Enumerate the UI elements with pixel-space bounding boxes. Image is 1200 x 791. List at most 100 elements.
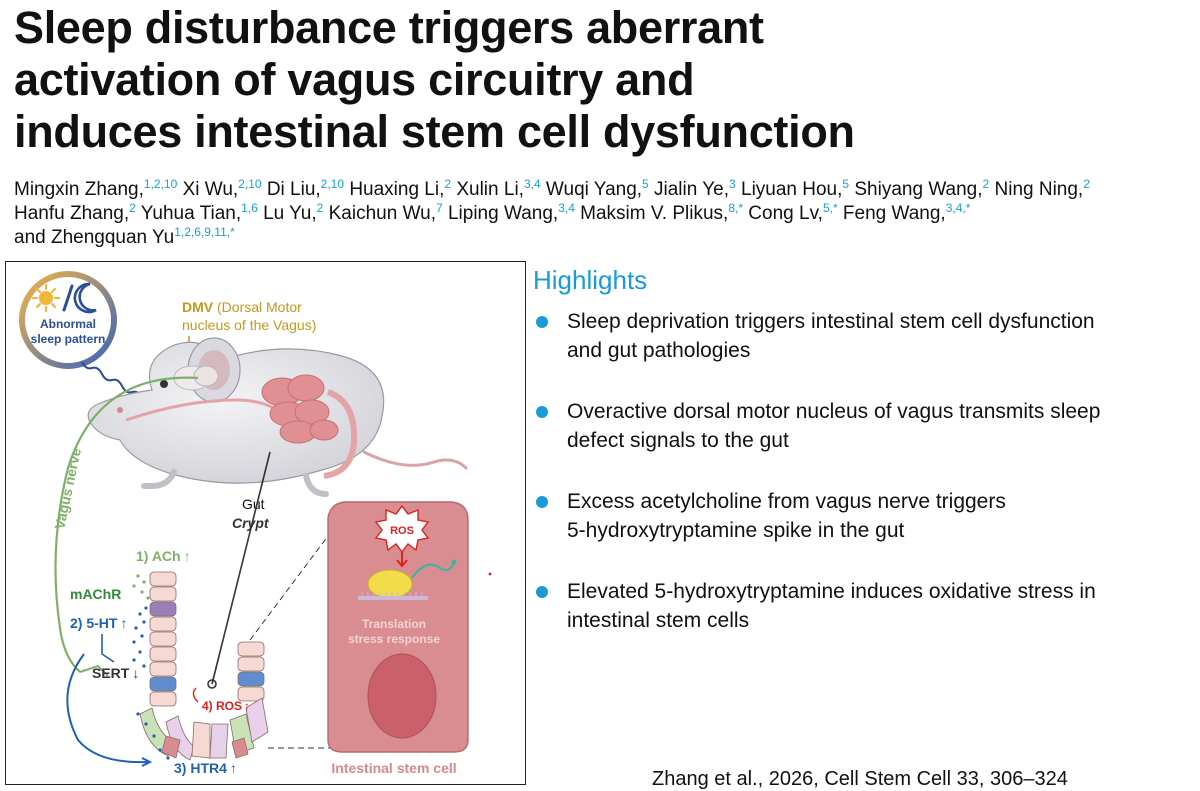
- author-name: Huaxing Li,: [349, 179, 445, 200]
- author-name: Xi Wu,: [182, 179, 239, 200]
- ros-crypt-text: 4) ROS: [202, 699, 242, 713]
- bullet-icon: [536, 406, 548, 418]
- author-affiliation: 1,6: [241, 201, 258, 215]
- author-affiliation: 7: [436, 201, 443, 215]
- machr-label: mAChR: [70, 586, 121, 602]
- ros-burst-label: ROS: [390, 525, 414, 537]
- author-name: Yuhua Tian,: [140, 203, 242, 224]
- serotonin-text: 2) 5-HT: [70, 615, 118, 631]
- author: and Zhengquan Yu1,2,6,9,11,*: [14, 225, 235, 248]
- author-affiliation: 5,*: [822, 201, 838, 215]
- dmv-label-2: nucleus of the Vagus): [182, 317, 316, 333]
- author-affiliation: 3,4: [523, 177, 541, 191]
- highlight-item-3: Excess acetylcholine from vagus nerve tr…: [533, 487, 1198, 545]
- author-affiliation: 3,4,*: [945, 201, 971, 215]
- stem-cell-label: Intestinal stem cell: [331, 760, 456, 776]
- author: Huaxing Li,2: [349, 177, 452, 200]
- author: Kaichun Wu,7: [328, 201, 443, 224]
- highlight-4-line-1: Elevated 5-hydroxytryptamine induces oxi…: [567, 580, 1096, 603]
- author: Xi Wu,2,10: [182, 177, 262, 200]
- author: Yuhua Tian,1,6: [140, 201, 258, 224]
- author-name: and Zhengquan Yu: [14, 227, 175, 248]
- title-line-1: Sleep disturbance triggers aberrant: [14, 2, 764, 53]
- author: Xulin Li,3,4: [456, 177, 541, 200]
- highlight-item-2: Overactive dorsal motor nucleus of vagus…: [533, 397, 1198, 455]
- author-name: Mingxin Zhang,: [14, 179, 144, 200]
- moon-icon: [73, 282, 97, 314]
- ach-up-arrow: ↑: [184, 548, 191, 564]
- sert-down-arrow: ↓: [132, 665, 139, 681]
- ach-label: 1) ACh↑: [136, 548, 191, 564]
- ach-text: 1) ACh: [136, 548, 181, 564]
- dmv-label-rest: (Dorsal Motor: [213, 299, 302, 315]
- author: Wuqi Yang,5: [546, 177, 649, 200]
- vagus-nerve-label: Vagus nerve: [51, 446, 84, 530]
- author: Maksim V. Plikus,8,*: [580, 201, 744, 224]
- author-name: Di Liu,: [266, 179, 321, 200]
- author: Ning Ning,2: [994, 177, 1090, 200]
- author-name: Shiyang Wang,: [854, 179, 983, 200]
- serotonin-up-arrow: ↑: [120, 615, 127, 631]
- author-affiliation: 8,*: [728, 201, 744, 215]
- author-affiliation: 2: [129, 201, 136, 215]
- highlights-panel: Highlights Sleep deprivation triggers in…: [533, 265, 1198, 667]
- author-affiliation: 5: [642, 177, 649, 191]
- ros-crypt-label: 4) ROS↑: [202, 699, 250, 713]
- author-affiliation: 2,10: [238, 177, 262, 191]
- author-affiliation: 2: [444, 177, 452, 191]
- gut-label: Gut: [242, 496, 265, 512]
- highlight-3-line-2: 5-hydroxytryptamine spike in the gut: [567, 519, 905, 542]
- title-line-2: activation of vagus circuitry and: [14, 54, 695, 105]
- sleep-badge: Abnormal sleep pattern: [19, 271, 117, 369]
- htr4-up-arrow: ↑: [230, 760, 237, 776]
- stem-cell-illustration: ROS Translation stress response Intestin…: [327, 501, 469, 776]
- highlight-item-1: Sleep deprivation triggers intestinal st…: [533, 307, 1198, 365]
- author: Mingxin Zhang,1,2,10: [14, 178, 177, 200]
- author-name: Feng Wang,: [842, 203, 946, 224]
- author-name: Jialin Ye,: [654, 179, 730, 200]
- graphical-abstract-svg: Abnormal sleep pattern DMV (Dorsal Motor…: [19, 271, 492, 776]
- author-name: Cong Lv,: [748, 203, 823, 224]
- author-affiliation: 1,2,6,9,11,*: [174, 225, 235, 239]
- translation-label-1: Translation: [362, 617, 426, 631]
- author-name: Kaichun Wu,: [328, 203, 437, 224]
- highlight-1-line-2: and gut pathologies: [567, 339, 751, 362]
- sun-icon: [31, 283, 61, 313]
- author-name: Maksim V. Plikus,: [580, 203, 729, 224]
- htr4-text: 3) HTR4: [174, 760, 227, 776]
- highlight-2-line-1: Overactive dorsal motor nucleus of vagus…: [567, 400, 1101, 423]
- sert-label: SERT↓: [92, 665, 139, 681]
- citation: Zhang et al., 2026, Cell Stem Cell 33, 3…: [652, 768, 1068, 790]
- highlights-heading: Highlights: [533, 265, 648, 295]
- highlight-3-line-1: Excess acetylcholine from vagus nerve tr…: [567, 490, 1006, 513]
- author-affiliation: 2: [316, 201, 324, 215]
- author-name: Lu Yu,: [263, 203, 317, 224]
- author: Lu Yu,2: [263, 201, 324, 224]
- author: Feng Wang,3,4,*: [842, 201, 971, 224]
- author: Hanfu Zhang,2: [14, 201, 136, 224]
- dmv-label: DMV (Dorsal Motor: [182, 299, 302, 315]
- htr4-label: 3) HTR4↑: [174, 760, 237, 776]
- author-affiliation: 2: [982, 177, 990, 191]
- crypt-label: Crypt: [232, 515, 270, 531]
- author-name: Liyuan Hou,: [741, 179, 843, 200]
- bullet-icon: [536, 586, 548, 598]
- translation-label-2: stress response: [348, 632, 440, 646]
- author-affiliation: 3: [729, 177, 736, 191]
- bullet-icon: [536, 316, 548, 328]
- author-name: Hanfu Zhang,: [14, 203, 130, 224]
- author-affiliation: 5: [842, 177, 850, 191]
- highlight-2-line-2: defect signals to the gut: [567, 429, 789, 452]
- author-name: Liping Wang,: [447, 203, 559, 224]
- author-name: Ning Ning,: [994, 179, 1084, 200]
- author-affiliation: 2: [1083, 177, 1090, 191]
- graphical-abstract: Abnormal sleep pattern DMV (Dorsal Motor…: [5, 261, 526, 785]
- mouse-illustration: [87, 337, 468, 497]
- author-affiliation: 3,4: [558, 201, 575, 215]
- title-line-3: induces intestinal stem cell dysfunction: [14, 106, 855, 157]
- bullet-icon: [536, 496, 548, 508]
- sleep-label-2: sleep pattern: [31, 332, 106, 346]
- author: Jialin Ye,3: [654, 177, 736, 200]
- author: Liyuan Hou,5: [741, 177, 850, 200]
- dmv-abbrev: DMV: [182, 299, 214, 315]
